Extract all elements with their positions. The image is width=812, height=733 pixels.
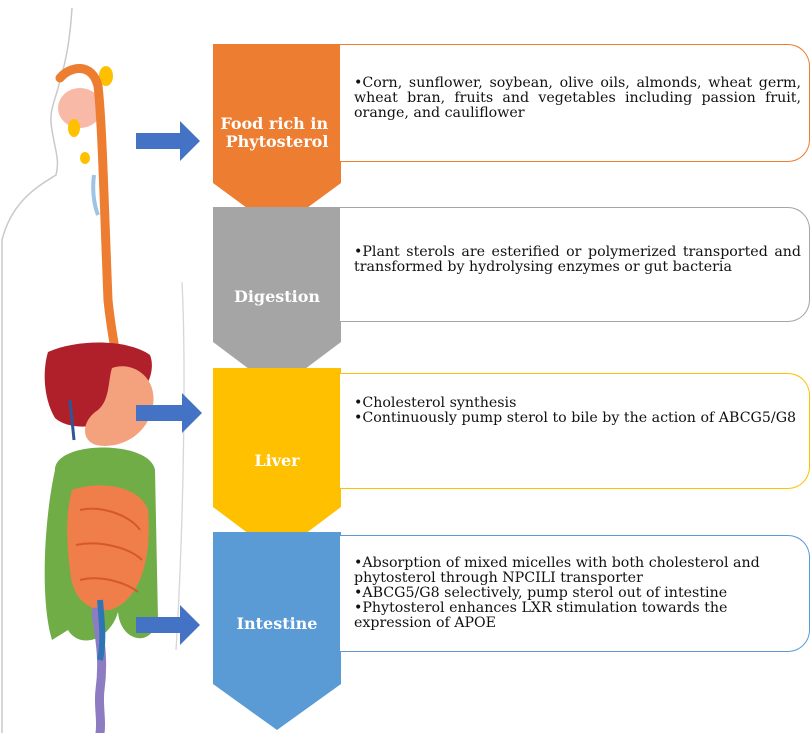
card-liver: Cholesterol synthesis Continuously pump … bbox=[340, 373, 810, 489]
bullet-food-1: Corn, sunflower, soybean, olive oils, al… bbox=[354, 76, 801, 121]
pointer-arrows bbox=[136, 121, 202, 645]
card-digestion: Plant sterols are esterified or polymeri… bbox=[340, 207, 810, 322]
bullet-digestion-1: Plant sterols are esterified or polymeri… bbox=[354, 245, 801, 275]
stage-chevrons: Food rich in Phytosterol Digestion Liver… bbox=[213, 44, 341, 730]
stage-label-intestine: Intestine bbox=[237, 614, 318, 633]
arrow-to-liver bbox=[136, 393, 202, 433]
bullet-intestine-3: Phytosterol enhances LXR stimulation tow… bbox=[354, 601, 801, 631]
human-body-illustration bbox=[1, 7, 185, 733]
stage-label-liver: Liver bbox=[254, 451, 300, 470]
chevron-digestion bbox=[213, 207, 341, 390]
arrow-to-food bbox=[136, 121, 200, 161]
stage-label-food: Food rich in Phytosterol bbox=[220, 114, 333, 151]
card-food: Corn, sunflower, soybean, olive oils, al… bbox=[340, 44, 810, 162]
chevron-food bbox=[213, 44, 341, 230]
chevron-liver bbox=[213, 368, 341, 555]
stage-label-digestion: Digestion bbox=[234, 287, 320, 306]
bullet-liver-2: Continuously pump sterol to bile by the … bbox=[354, 411, 801, 426]
bullet-intestine-1: Absorption of mixed micelles with both c… bbox=[354, 556, 801, 586]
bullet-liver-1: Cholesterol synthesis bbox=[354, 396, 801, 411]
chevron-intestine bbox=[213, 532, 341, 730]
card-intestine: Absorption of mixed micelles with both c… bbox=[340, 535, 810, 652]
arrow-to-intestine bbox=[136, 605, 200, 645]
bullet-intestine-2: ABCG5/G8 selectively, pump sterol out of… bbox=[354, 586, 801, 601]
